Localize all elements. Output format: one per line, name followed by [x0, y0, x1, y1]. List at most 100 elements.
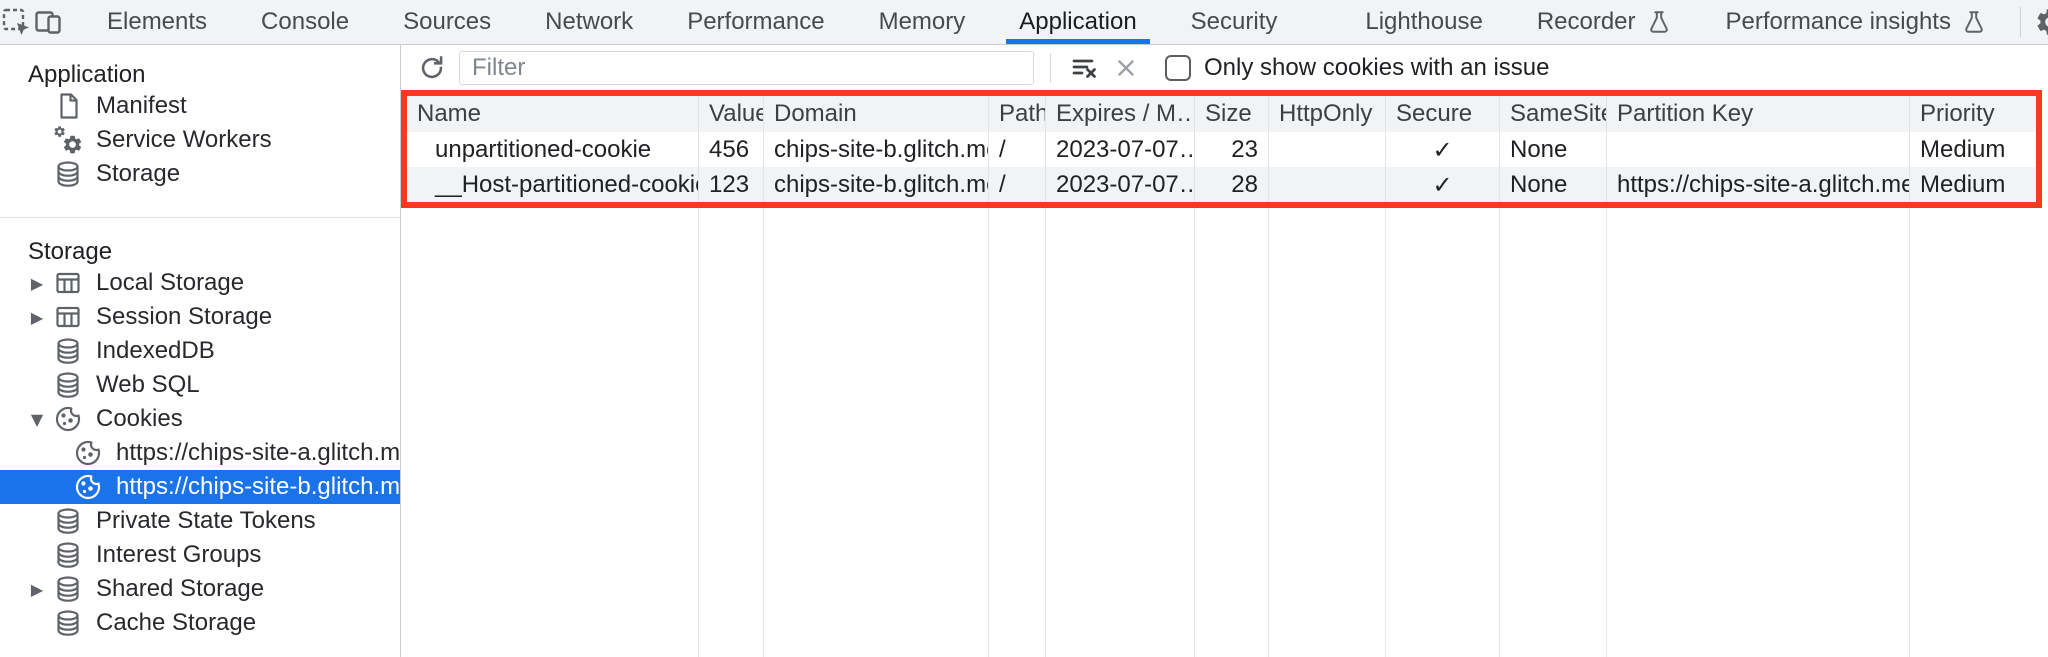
- gear-icon: [2034, 6, 2048, 38]
- cookie-row-host-partitioned[interactable]: __Host-partitioned-cookie 123 chips-site…: [407, 167, 2036, 202]
- sidebar-item-shared-storage[interactable]: ▶ Shared Storage: [0, 572, 400, 606]
- database-icon: [52, 158, 84, 190]
- sidebar-item-cookies[interactable]: ▼ Cookies: [0, 402, 400, 436]
- cell-secure-checkmark: ✓: [1386, 167, 1500, 202]
- filter-input[interactable]: [459, 50, 1034, 85]
- column-header-size[interactable]: Size: [1195, 96, 1269, 132]
- database-icon: [52, 335, 84, 367]
- inspect-element-button[interactable]: [0, 0, 32, 44]
- tab-application[interactable]: Application: [992, 0, 1163, 44]
- sidebar-section-divider: [0, 217, 400, 218]
- tab-recorder[interactable]: Recorder: [1510, 0, 1699, 44]
- refresh-icon: [417, 53, 447, 83]
- expander-collapsed-icon[interactable]: ▶: [30, 273, 44, 293]
- cell-priority: Medium: [1920, 135, 2006, 163]
- table-icon: [52, 267, 84, 299]
- tab-network[interactable]: Network: [545, 8, 634, 35]
- tab-security[interactable]: Security: [1190, 8, 1278, 35]
- device-toolbar-button[interactable]: [32, 0, 64, 44]
- section-title-storage: Storage: [28, 238, 113, 265]
- sidebar-item-storage[interactable]: Storage: [0, 157, 400, 191]
- delete-all-cookies-button[interactable]: [1105, 48, 1147, 88]
- tab-console[interactable]: Console: [261, 8, 350, 35]
- cookie-table-zone: Name Value Domain Path Expires / M… Size…: [401, 90, 2048, 657]
- column-header-partition-key[interactable]: Partition Key: [1607, 96, 1910, 132]
- refresh-button[interactable]: [411, 48, 453, 88]
- column-header-value[interactable]: Value: [699, 96, 764, 132]
- tab-bar-right-controls: [2014, 0, 2048, 44]
- cookies-toolbar: Only show cookies with an issue: [401, 45, 2048, 90]
- sidebar-item-private-state-tokens[interactable]: Private State Tokens: [0, 504, 400, 538]
- cookie-row-unpartitioned[interactable]: unpartitioned-cookie 456 chips-site-b.gl…: [407, 132, 2036, 167]
- sidebar-item-session-storage[interactable]: ▶ Session Storage: [0, 300, 400, 334]
- cell-samesite: None: [1500, 132, 1607, 167]
- cell-domain: chips-site-b.glitch.me: [764, 132, 989, 167]
- sidebar-item-cache-storage[interactable]: Cache Storage: [0, 606, 400, 640]
- issues-checkbox-label[interactable]: Only show cookies with an issue: [1204, 53, 1550, 81]
- toolbar-divider: [2019, 7, 2021, 37]
- sidebar-item-indexeddb[interactable]: IndexedDB: [0, 334, 400, 368]
- clear-filter-button[interactable]: [1063, 48, 1105, 88]
- cell-value: 123: [699, 167, 764, 202]
- tab-memory[interactable]: Memory: [878, 8, 966, 35]
- sidebar-item-cookies-chips-site-a[interactable]: https://chips-site-a.glitch.me: [0, 436, 400, 470]
- database-icon: [52, 505, 84, 537]
- inspect-cursor-icon: [0, 6, 32, 38]
- tab-sources[interactable]: Sources: [403, 8, 492, 35]
- file-icon: [52, 90, 84, 122]
- cell-samesite: None: [1500, 167, 1607, 202]
- database-icon: [52, 369, 84, 401]
- cell-httponly: [1269, 132, 1386, 167]
- settings-button[interactable]: [2027, 0, 2048, 44]
- cell-expires: 2023-07-07…: [1046, 167, 1195, 202]
- devtools-tab-bar: Elements Console Sources Network Perform…: [0, 0, 2048, 45]
- sidebar-item-web-sql[interactable]: Web SQL: [0, 368, 400, 402]
- cell-secure-checkmark: ✓: [1386, 132, 1500, 167]
- cell-name: __Host-partitioned-cookie: [407, 167, 699, 202]
- cookie-table-empty-area: [407, 208, 2036, 657]
- tab-elements[interactable]: Elements: [107, 8, 208, 35]
- column-header-domain[interactable]: Domain: [764, 96, 989, 132]
- highlight-rectangle: Name Value Domain Path Expires / M… Size…: [401, 90, 2042, 208]
- cell-partition-key: [1607, 132, 1910, 167]
- tab-performance-insights[interactable]: Performance insights: [1699, 0, 2014, 44]
- table-icon: [52, 301, 84, 333]
- column-header-path[interactable]: Path: [989, 96, 1046, 132]
- tab-lighthouse[interactable]: Lighthouse: [1365, 8, 1483, 35]
- cell-path: /: [989, 167, 1046, 202]
- clear-x-icon: [1111, 53, 1141, 83]
- cell-expires: 2023-07-07…: [1046, 132, 1195, 167]
- column-header-samesite[interactable]: SameSite: [1500, 96, 1607, 132]
- expander-expanded-icon[interactable]: ▼: [30, 409, 44, 429]
- column-header-secure[interactable]: Secure: [1386, 96, 1500, 132]
- column-header-httponly[interactable]: HttpOnly: [1269, 96, 1386, 132]
- devtools-content: Application Manifest: [0, 45, 2048, 657]
- panel-tabs: Elements Console Sources Network Perform…: [80, 0, 2014, 44]
- expander-collapsed-icon[interactable]: ▶: [30, 579, 44, 599]
- cookie-icon: [72, 471, 104, 503]
- column-header-priority[interactable]: Priority: [1920, 100, 1995, 127]
- sidebar-item-local-storage[interactable]: ▶ Local Storage: [0, 266, 400, 300]
- column-header-expires[interactable]: Expires / M…: [1046, 96, 1195, 132]
- cell-size: 28: [1195, 167, 1269, 202]
- cell-name: unpartitioned-cookie: [407, 132, 699, 167]
- cell-partition-key: https://chips-site-a.glitch.me: [1607, 167, 1910, 202]
- cell-value: 456: [699, 132, 764, 167]
- database-icon: [52, 539, 84, 571]
- column-header-name[interactable]: Name: [407, 96, 699, 132]
- clear-filter-icon: [1068, 52, 1100, 84]
- cookies-panel: Only show cookies with an issue Name Val…: [401, 45, 2048, 657]
- device-toolbar-icon: [32, 6, 64, 38]
- issues-checkbox[interactable]: [1165, 54, 1191, 81]
- sidebar-item-service-workers[interactable]: Service Workers: [0, 123, 400, 157]
- cookie-icon: [52, 403, 84, 435]
- sidebar-item-cookies-chips-site-b[interactable]: https://chips-site-b.glitch.me: [0, 470, 400, 504]
- toolbar-divider: [1050, 52, 1051, 83]
- sidebar-item-manifest[interactable]: Manifest: [0, 89, 400, 123]
- cell-size: 23: [1195, 132, 1269, 167]
- section-title-application: Application: [28, 61, 146, 88]
- sidebar-item-interest-groups[interactable]: Interest Groups: [0, 538, 400, 572]
- expander-collapsed-icon[interactable]: ▶: [30, 307, 44, 327]
- tab-performance[interactable]: Performance: [687, 8, 825, 35]
